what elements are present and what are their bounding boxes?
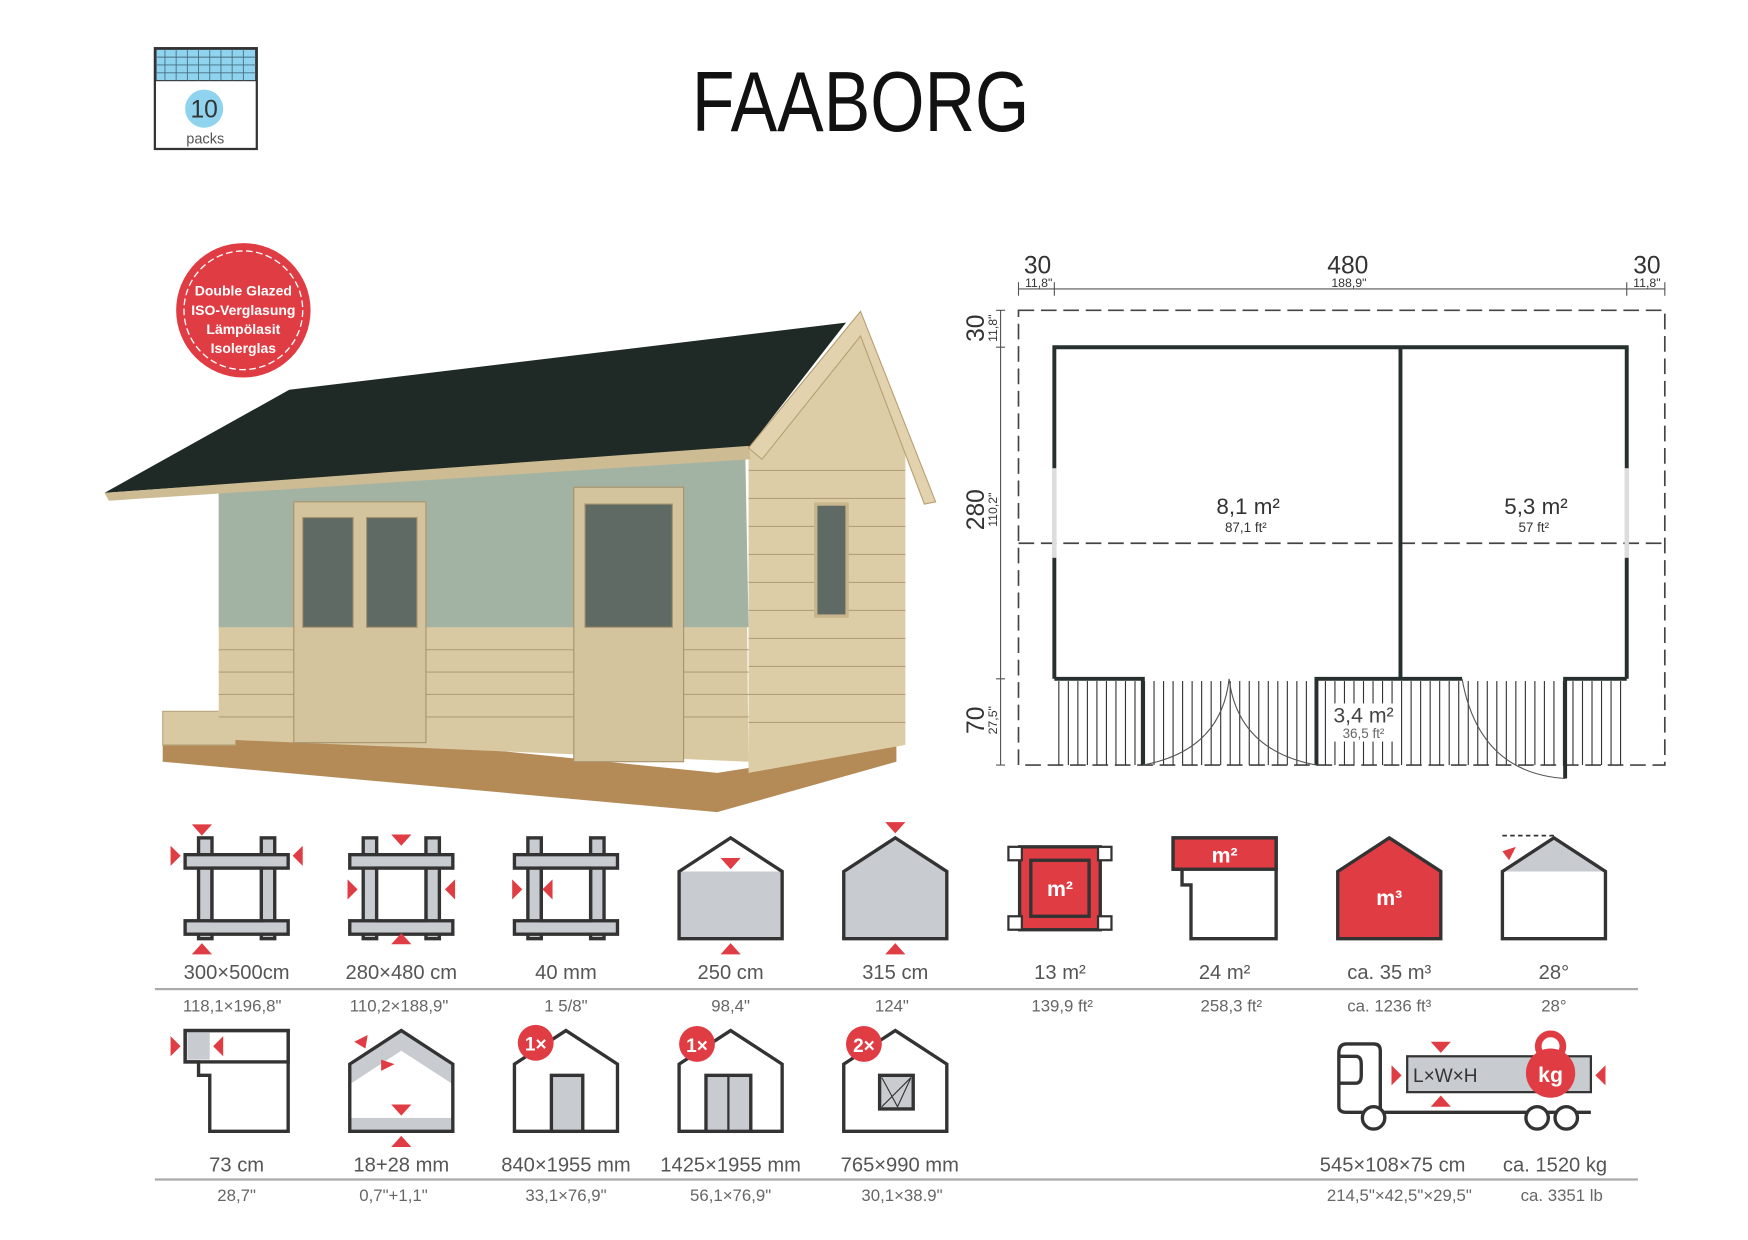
dim-side-bottom-inch: 27,5" [986, 706, 1000, 734]
packs-icon: 10 packs [153, 47, 258, 151]
spec-sub: 56,1×76,9" [690, 1186, 771, 1205]
page-title: FAABORG [692, 56, 1029, 150]
spec-value: 40 mm [535, 962, 597, 984]
icon-door-double: 1× [677, 1026, 784, 1134]
spec-sub: 139,9 ft² [1031, 996, 1093, 1015]
icon-roof-pitch [1500, 834, 1608, 941]
double-door-right [573, 486, 685, 763]
spec-sub: 33,1×76,9" [525, 1186, 606, 1205]
spec-value: 24 m² [1199, 962, 1251, 984]
spec-sub: ca. 1236 ft³ [1347, 996, 1431, 1015]
icon-wall-height [677, 835, 784, 955]
spec-sub: ca. 3351 lb [1521, 1186, 1603, 1205]
double-door-left [293, 501, 427, 744]
dim-top-left: 30 [1024, 252, 1051, 279]
dim-side-top: 30 [963, 315, 990, 342]
terrace-area-imperial: 36,5 ft² [1343, 726, 1385, 741]
spec-sub: 258,3 ft² [1201, 996, 1263, 1015]
icon-inner-dimensions [347, 834, 456, 945]
icon-window: 2× [842, 1026, 949, 1134]
spec-sub: 110,2×188,9" [350, 996, 449, 1015]
dim-side-middle-inch: 110,2" [986, 493, 1000, 527]
spec-value: 545×108×75 cm [1320, 1155, 1466, 1177]
badge-line: Isolerglas [211, 340, 277, 356]
icon-truck-package: L×W×H kg [1337, 1030, 1606, 1131]
spec-sub: 124" [875, 996, 909, 1015]
spec-value: 13 m² [1034, 962, 1086, 984]
spec-value: 840×1955 mm [501, 1155, 630, 1177]
spec-value: ca. 1520 kg [1503, 1155, 1607, 1177]
double-glazed-badge: Double Glazed ISO-Verglasung Lämpölasit … [176, 243, 311, 378]
divider [154, 1178, 1638, 1181]
badge-line: ISO-Verglasung [191, 302, 295, 318]
spec-value: 73 cm [209, 1155, 264, 1177]
icon-ridge-height [842, 822, 949, 955]
dim-top-center-inch: 188,9" [1331, 276, 1366, 290]
spec-value: 315 cm [862, 962, 928, 984]
room-area: 8,1 m² [1216, 494, 1280, 519]
spec-sub: 1 5/8" [544, 996, 587, 1015]
room-area: 5,3 m² [1504, 494, 1568, 519]
spec-sub: 28,7" [217, 1186, 256, 1205]
m2-label: m² [1212, 844, 1238, 868]
icon-roof-overhang [170, 1028, 290, 1134]
spec-sub: 214,5"×42,5"×29,5" [1327, 1186, 1472, 1205]
kg-label: kg [1538, 1063, 1563, 1087]
count-label: 2× [853, 1036, 875, 1057]
dim-side-top-inch: 11,8" [986, 314, 1000, 341]
spec-value: 1425×1955 mm [660, 1155, 801, 1177]
m2-label: m² [1047, 877, 1073, 901]
spec-value: 28° [1539, 962, 1569, 984]
terrace-area: 3,4 m² [1333, 703, 1393, 727]
count-label: 1× [686, 1036, 708, 1057]
icon-volume: m³ [1336, 835, 1443, 941]
spec-sub: 118,1×196,8" [183, 996, 282, 1015]
spec-sub: 98,4" [711, 996, 750, 1015]
badge-line: Double Glazed [195, 283, 292, 299]
spec-value: ca. 35 m³ [1347, 962, 1431, 984]
badge-line: Lämpölasit [206, 321, 280, 337]
spec-value: 300×500cm [184, 962, 290, 984]
dim-side-bottom: 70 [963, 707, 990, 734]
room-area-imperial: 57 ft² [1518, 520, 1549, 535]
packs-label: packs [186, 131, 224, 147]
packs-count: 10 [190, 97, 217, 124]
m3-label: m³ [1376, 886, 1402, 910]
icon-floor-area: m² [1007, 845, 1113, 932]
icon-roof-area: m² [1171, 836, 1278, 941]
spec-value: 280×480 cm [346, 962, 458, 984]
icon-door-single: 1× [512, 1024, 620, 1134]
side-window [814, 502, 849, 618]
dim-top-center: 480 [1327, 252, 1368, 279]
spec-row-2: 73 cm 18+28 mm 840×1955 mm 1425×1955 mm … [154, 1155, 1638, 1205]
spec-row-1: 300×500cm 280×480 cm 40 mm 250 cm 315 cm… [154, 962, 1638, 1015]
room-area-imperial: 87,1 ft² [1225, 520, 1267, 535]
spec-sub: 28° [1541, 996, 1566, 1015]
count-label: 1× [525, 1035, 547, 1056]
dim-top-right: 30 [1633, 252, 1660, 279]
house-illustration [104, 310, 937, 813]
divider [154, 987, 1638, 991]
spec-sub: 0,7"+1,1" [359, 1186, 427, 1205]
dim-side-middle: 280 [963, 489, 990, 530]
spec-value: 250 cm [698, 962, 764, 984]
dim-top-left-inch: 11,8" [1025, 276, 1052, 290]
dim-top-right-inch: 11,8" [1633, 276, 1660, 290]
lwh-label: L×W×H [1413, 1066, 1478, 1087]
icon-wall-thickness [512, 836, 620, 941]
spec-sub: 30,1×38.9" [861, 1186, 942, 1205]
spec-value: 18+28 mm [353, 1155, 449, 1177]
icon-roof-floor-thickness [348, 1028, 455, 1148]
icon-outer-dimensions [170, 824, 303, 955]
spec-value: 765×990 mm [841, 1155, 959, 1177]
